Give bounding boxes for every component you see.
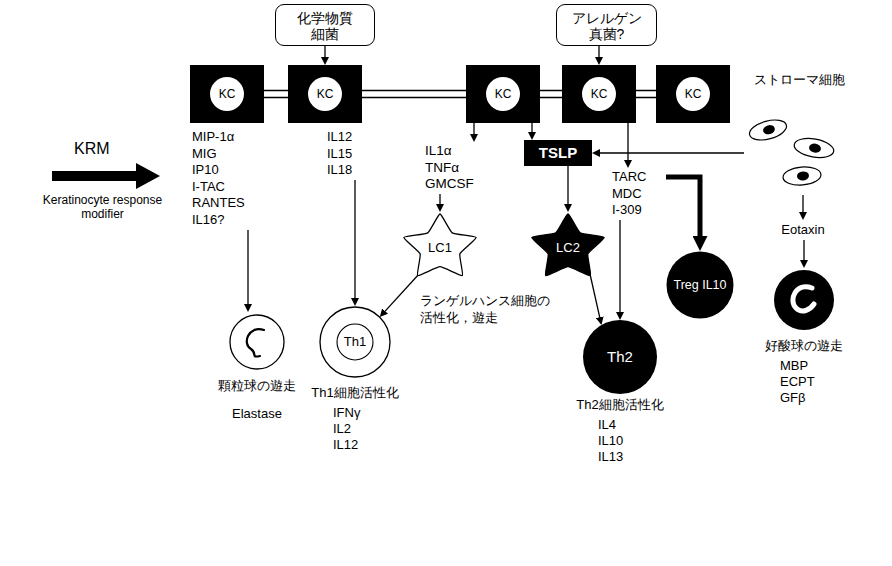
krm-arrow bbox=[52, 163, 160, 189]
th2-cell: Th2Th2細胞活性化 IL4 IL10 IL13 bbox=[562, 320, 678, 482]
treg-cell: Treg IL10 bbox=[666, 251, 734, 319]
cell-nucleus bbox=[762, 124, 776, 136]
node-text: アレルゲン 真菌? bbox=[572, 10, 642, 42]
node-text: IL12 IL15 IL18 bbox=[327, 129, 371, 179]
arrow-connector bbox=[666, 177, 700, 236]
arrow-connector bbox=[802, 195, 803, 212]
arrow-connector bbox=[803, 240, 804, 260]
node-text: TSLP bbox=[524, 143, 592, 163]
arrow-connector bbox=[567, 166, 568, 204]
eotaxin-text: Eotaxin bbox=[772, 220, 834, 240]
arrow-connector bbox=[473, 123, 474, 134]
arrow-connector bbox=[439, 194, 440, 204]
cell-nucleus bbox=[793, 287, 814, 311]
cell-body bbox=[230, 315, 284, 369]
arrow-connector bbox=[531, 123, 532, 132]
node-text: IFNγ IL2 IL12 bbox=[333, 405, 377, 453]
granulocyte-cell: 顆粒球の遊走 Elastase bbox=[207, 312, 307, 440]
node-text: Th2細胞活性化 bbox=[562, 397, 678, 413]
node-text: Th1細胞活性化 bbox=[295, 385, 415, 401]
stimulus-callout: アレルゲン 真菌? bbox=[556, 4, 657, 46]
arrow-connector bbox=[385, 276, 418, 312]
cell-body bbox=[747, 116, 788, 143]
annotation-label: ランゲルハンス細胞の 活性化，遊走 bbox=[420, 292, 558, 326]
keratinocyte-box: KC bbox=[656, 65, 730, 123]
cell-shape bbox=[744, 68, 880, 195]
node-text: KC bbox=[308, 77, 342, 111]
node-text: IL1α TNFα GMCSF bbox=[425, 143, 495, 193]
arrow-connector bbox=[590, 276, 599, 318]
annotation-label: Keratinocyte response modifier bbox=[30, 193, 175, 221]
arrow-connector bbox=[600, 152, 744, 153]
cell-nucleus bbox=[797, 171, 810, 181]
node-text: 化学物質 細菌 bbox=[297, 10, 353, 42]
node-text: IL4 IL10 IL13 bbox=[598, 417, 642, 465]
stroma-cell bbox=[793, 136, 836, 161]
tight-junction bbox=[264, 91, 288, 98]
arrow-connector bbox=[619, 220, 620, 312]
cytokine-list: IL12 IL15 IL18 bbox=[327, 128, 373, 180]
node-text: KC bbox=[676, 77, 710, 111]
cell-body bbox=[782, 165, 821, 186]
node-text: Eotaxin bbox=[772, 221, 834, 238]
node-text: KC bbox=[486, 77, 520, 111]
node-text: KC bbox=[210, 77, 244, 111]
node-text: Treg IL10 bbox=[666, 277, 734, 293]
stimulus-callout: 化学物質 細菌 bbox=[275, 4, 375, 46]
tight-junction bbox=[540, 91, 562, 98]
node-text: 顆粒球の遊走 bbox=[207, 378, 307, 394]
stroma-cells: ストローマ細胞 bbox=[744, 68, 880, 195]
node-text: Th2 bbox=[562, 348, 678, 366]
node-text: LC2 bbox=[528, 240, 608, 256]
node-text: ストローマ細胞 bbox=[754, 72, 880, 88]
cytokine-list: MIP-1α MIG IP10 I-TAC RANTES IL16? bbox=[192, 128, 256, 230]
node-text: TARC MDC I-309 bbox=[612, 169, 664, 219]
tight-junction bbox=[362, 91, 466, 98]
node-text: 好酸球の遊走 bbox=[748, 338, 860, 354]
stroma-cell bbox=[747, 116, 788, 143]
node-text: Th1 bbox=[295, 334, 415, 350]
arrow-connector bbox=[324, 46, 325, 57]
keratinocyte-box: KC bbox=[190, 65, 264, 123]
cell-body bbox=[667, 252, 734, 319]
node-text: MBP ECPT GFβ bbox=[780, 358, 828, 406]
keratinocyte-box: KC bbox=[466, 65, 540, 123]
arrow-connector bbox=[247, 230, 248, 304]
arrow-connector bbox=[598, 46, 599, 57]
cell-nucleus bbox=[247, 329, 264, 356]
keratinocyte-box: KC bbox=[562, 65, 636, 123]
stroma-cell bbox=[782, 165, 821, 186]
eosinophil-cell: 好酸球の遊走 MBP ECPT GFβ bbox=[748, 268, 860, 418]
node-text: MIP-1α MIG IP10 I-TAC RANTES IL16? bbox=[192, 129, 254, 228]
langerhans-cell: LC1 bbox=[400, 212, 480, 284]
langerhans-cell: LC2 bbox=[528, 212, 608, 284]
annotation-label: KRM bbox=[74, 139, 110, 158]
keratinocyte-box: KC bbox=[288, 65, 362, 123]
chemokine-list: TARC MDC I-309 bbox=[612, 168, 666, 220]
cytokine-list: IL1α TNFα GMCSF bbox=[425, 142, 497, 194]
cell-body bbox=[793, 136, 836, 161]
cell-nucleus bbox=[808, 143, 821, 154]
node-text: KC bbox=[582, 77, 616, 111]
tslp-box: TSLP bbox=[524, 140, 592, 166]
node-text: Elastase bbox=[207, 406, 307, 422]
node-text: LC1 bbox=[400, 240, 480, 256]
arrow-connector bbox=[627, 123, 628, 160]
arrow-connector bbox=[354, 180, 355, 298]
tight-junction bbox=[636, 91, 656, 98]
th1-cell: Th1Th1細胞活性化 IFNγ IL2 IL12 bbox=[295, 306, 415, 478]
cell-body bbox=[774, 270, 834, 330]
